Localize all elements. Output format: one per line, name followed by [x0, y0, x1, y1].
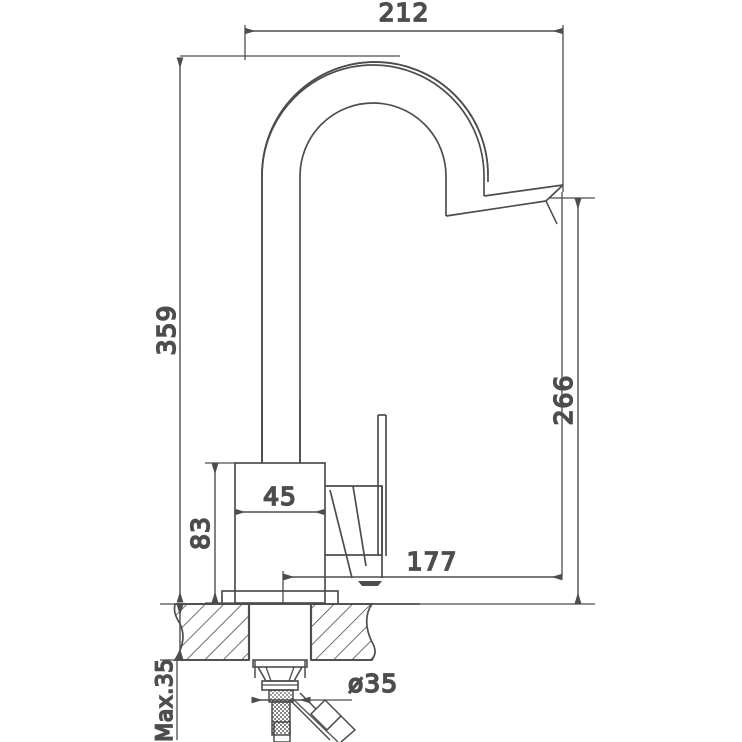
dimension-label-45: 45 [263, 482, 297, 511]
dimension-body-height [205, 462, 235, 604]
gooseneck-spout [261, 61, 489, 463]
dimension-label-177: 177 [407, 547, 458, 576]
aerator-indication-mark [358, 581, 382, 586]
angled-spout-outlet [445, 184, 564, 225]
dimension-outlet-height [420, 197, 595, 605]
spout-outer-profile [261, 64, 485, 463]
dimension-label-diameter35: ø35 [348, 669, 398, 698]
valve-body [234, 462, 326, 604]
dimension-label-83: 83 [186, 516, 215, 550]
riser-tube [261, 400, 301, 463]
base-flange [221, 590, 339, 605]
dimension-label-max35: Max.35 [153, 658, 178, 741]
dimension-overall-width [244, 25, 564, 192]
dimension-label-266: 266 [549, 375, 578, 426]
lever-handle [325, 414, 387, 579]
dimension-overall-height [176, 55, 400, 603]
dimension-label-359: 359 [152, 305, 181, 356]
dimension-spout-projection [282, 192, 563, 603]
spout-inner-profile [299, 102, 447, 463]
dimension-max-counter-thickness [160, 603, 184, 740]
hatched-countertop-section [173, 603, 420, 661]
mounting-nut-assembly [252, 659, 308, 691]
dimension-label-212: 212 [379, 0, 430, 27]
